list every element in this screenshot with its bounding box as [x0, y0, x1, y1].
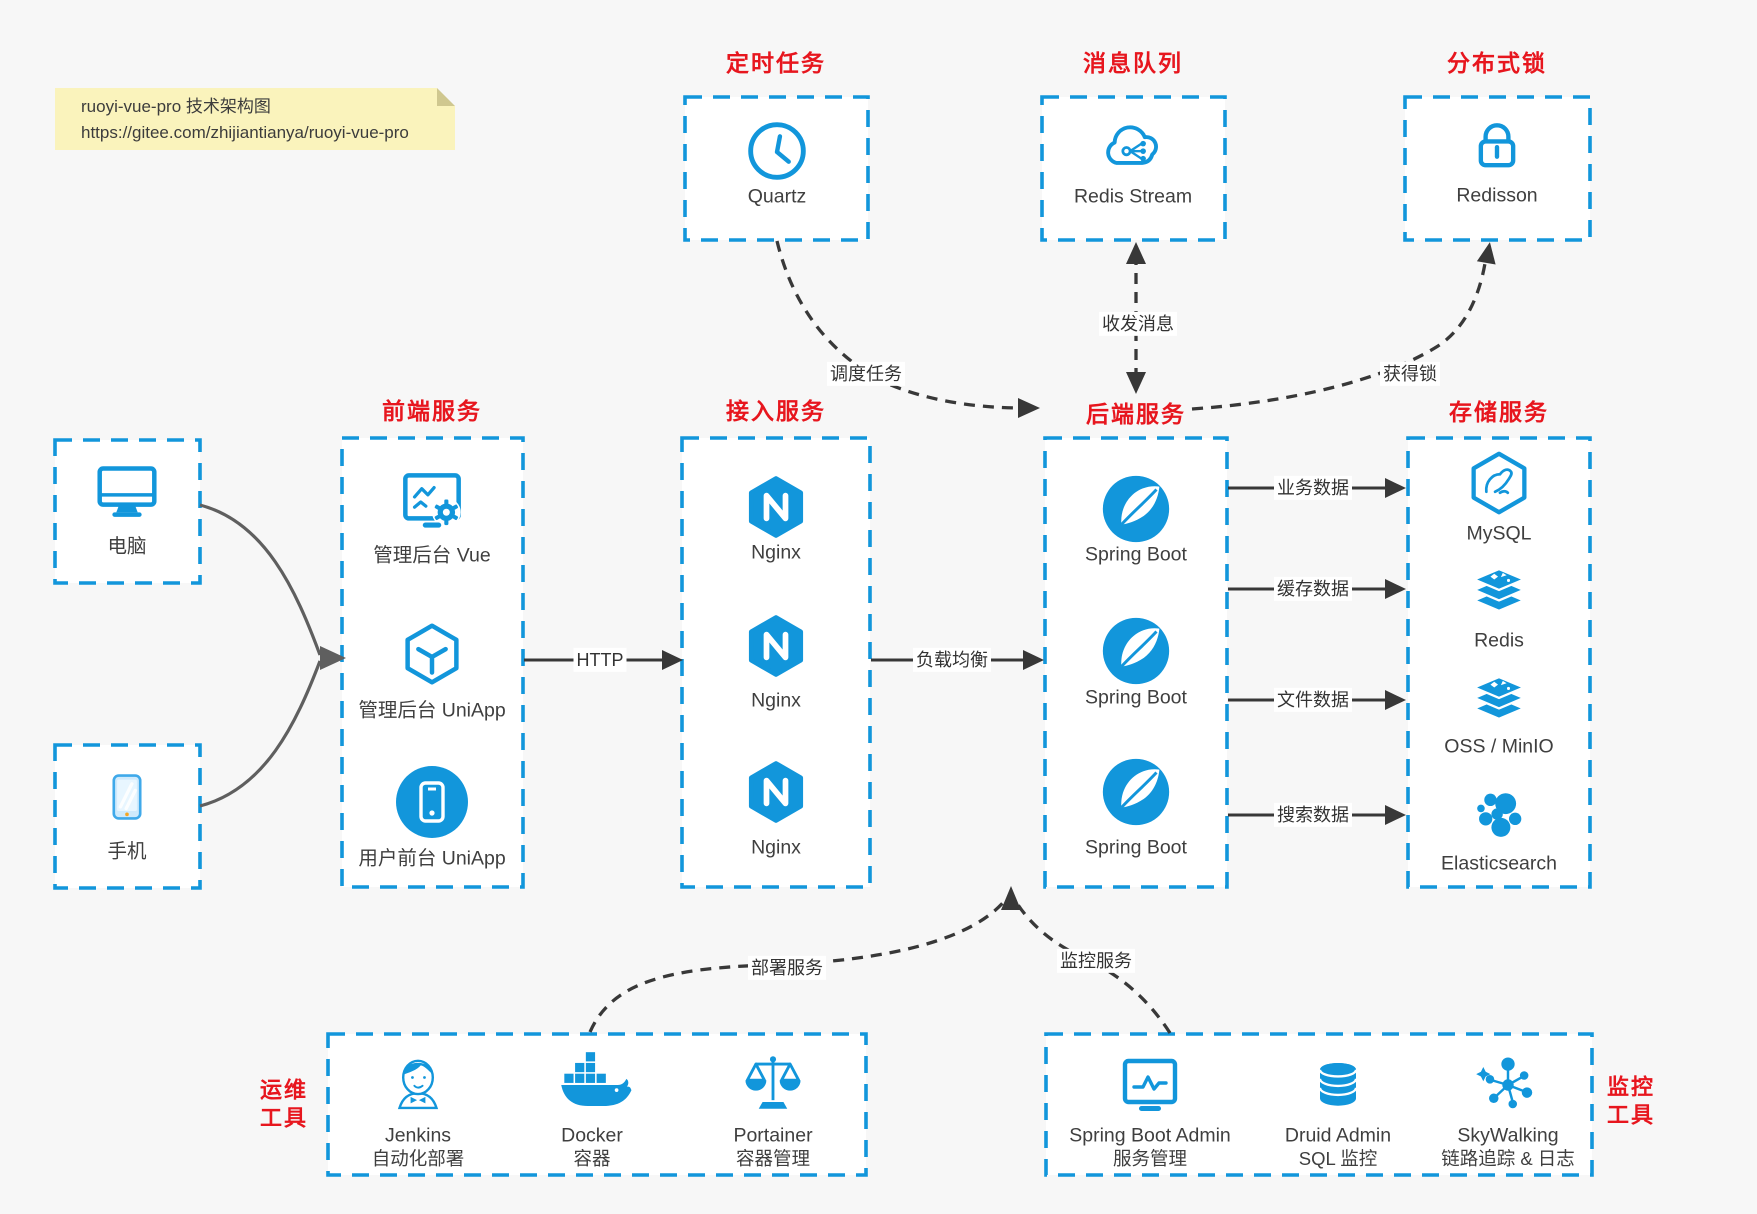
- scheduler-box: [683, 95, 870, 242]
- label-elasticsearch: Elasticsearch: [1441, 852, 1557, 875]
- nginx-icon: [738, 754, 814, 830]
- lock-box: [1403, 95, 1592, 242]
- label-spring-boot-admin: Spring Boot Admin: [1069, 1124, 1231, 1147]
- database-icon: [1302, 1049, 1374, 1121]
- clients-arrowhead: [320, 646, 346, 670]
- acquire-lock-curve: [1191, 256, 1488, 411]
- clients-to-frontend-arrow: [199, 503, 322, 808]
- spring-icon: [1097, 612, 1175, 690]
- admin-vue-icon: [391, 460, 473, 542]
- label-skywalking: SkyWalking: [1457, 1124, 1559, 1147]
- label-docker-sub: 容器: [573, 1148, 611, 1169]
- label-nginx-2: Nginx: [751, 689, 801, 712]
- label-nginx-3: Nginx: [751, 836, 801, 859]
- sticky-note: ruoyi-vue-pro 技术架构图 https://gitee.com/zh…: [55, 88, 455, 150]
- edge-label-schedule: 调度任务: [827, 361, 905, 387]
- nginx-icon: [738, 469, 814, 545]
- title-gateway: 接入服务: [726, 398, 826, 424]
- redis-icon: [1461, 659, 1537, 735]
- label-quartz: Quartz: [747, 185, 807, 208]
- redis-icon: [1461, 551, 1537, 627]
- label-jenkins-sub: 自动化部署: [371, 1148, 465, 1169]
- title-lock: 分布式锁: [1447, 50, 1547, 76]
- label-redis-stream: Redis Stream: [1073, 185, 1193, 208]
- label-user-uniapp: 用户前台 UniApp: [358, 847, 506, 870]
- edge-label-monitor: 监控服务: [1057, 948, 1135, 974]
- edge-label-acquire-lock: 获得锁: [1380, 361, 1440, 387]
- label-nginx-1: Nginx: [751, 541, 801, 564]
- edge-label-load-balance: 负载均衡: [913, 647, 991, 673]
- title-frontend: 前端服务: [382, 398, 482, 424]
- title-scheduler: 定时任务: [726, 50, 826, 76]
- edge-label-search-data: 搜索数据: [1274, 802, 1352, 828]
- cloud-stream-icon: [1091, 106, 1177, 192]
- title-storage: 存储服务: [1449, 399, 1549, 425]
- edge-label-business-data: 业务数据: [1274, 475, 1352, 501]
- label-admin-uniapp: 管理后台 UniApp: [358, 699, 506, 722]
- title-ops-tools: 运维 工具: [259, 1077, 309, 1131]
- title-mq: 消息队列: [1083, 50, 1183, 76]
- label-spring-1: Spring Boot: [1085, 543, 1187, 566]
- note-title: ruoyi-vue-pro 技术架构图: [81, 97, 271, 116]
- mq-box: [1040, 95, 1227, 242]
- spring-icon: [1097, 753, 1175, 831]
- label-spring-2: Spring Boot: [1085, 686, 1187, 709]
- phone-circle-icon: [392, 762, 472, 842]
- edge-label-message: 收发消息: [1099, 311, 1177, 337]
- skywalking-icon: [1470, 1047, 1546, 1123]
- label-portainer-sub: 容器管理: [735, 1148, 811, 1169]
- edge-label-file-data: 文件数据: [1274, 687, 1352, 713]
- edge-label-http: HTTP: [573, 647, 627, 673]
- spring-icon: [1097, 470, 1175, 548]
- label-docker: Docker: [561, 1124, 623, 1147]
- label-admin-vue: 管理后台 Vue: [373, 544, 491, 567]
- label-spring-3: Spring Boot: [1085, 836, 1187, 859]
- smartphone-icon: [94, 764, 160, 830]
- note-url: https://gitee.com/zhijiantianya/ruoyi-vu…: [81, 123, 409, 143]
- label-redis: Redis: [1474, 629, 1524, 652]
- label-computer: 电脑: [107, 535, 147, 558]
- label-mysql: MySQL: [1466, 522, 1532, 545]
- mysql-icon: [1460, 444, 1538, 522]
- label-redisson: Redisson: [1456, 184, 1538, 207]
- clock-icon: [738, 112, 816, 190]
- label-spring-boot-admin-sub: 服务管理: [1112, 1148, 1188, 1169]
- label-oss-minio: OSS / MinIO: [1444, 735, 1554, 758]
- title-monitoring-tools: 监控 工具: [1606, 1074, 1656, 1128]
- label-skywalking-sub: 链路追踪 & 日志: [1441, 1148, 1575, 1169]
- deploy-curve: [588, 896, 1009, 1033]
- title-backend: 后端服务: [1086, 401, 1186, 427]
- cube-icon: [393, 615, 471, 693]
- label-jenkins: Jenkins: [384, 1124, 452, 1147]
- edge-label-cache-data: 缓存数据: [1274, 576, 1352, 602]
- desktop-icon: [88, 451, 166, 529]
- elasticsearch-icon: [1461, 778, 1537, 854]
- monitoring-box: [1044, 1032, 1594, 1177]
- jenkins-icon: [381, 1046, 455, 1120]
- portainer-icon: [735, 1046, 811, 1122]
- monitor-admin-icon: [1110, 1044, 1190, 1124]
- label-phone: 手机: [107, 840, 147, 863]
- label-druid-admin-sub: SQL 监控: [1298, 1148, 1378, 1169]
- label-druid-admin: Druid Admin: [1284, 1124, 1392, 1147]
- lock-icon: [1459, 112, 1535, 188]
- docker-icon: [551, 1045, 633, 1127]
- nginx-icon: [738, 608, 814, 684]
- edge-label-deploy: 部署服务: [748, 955, 826, 981]
- label-portainer: Portainer: [733, 1124, 813, 1147]
